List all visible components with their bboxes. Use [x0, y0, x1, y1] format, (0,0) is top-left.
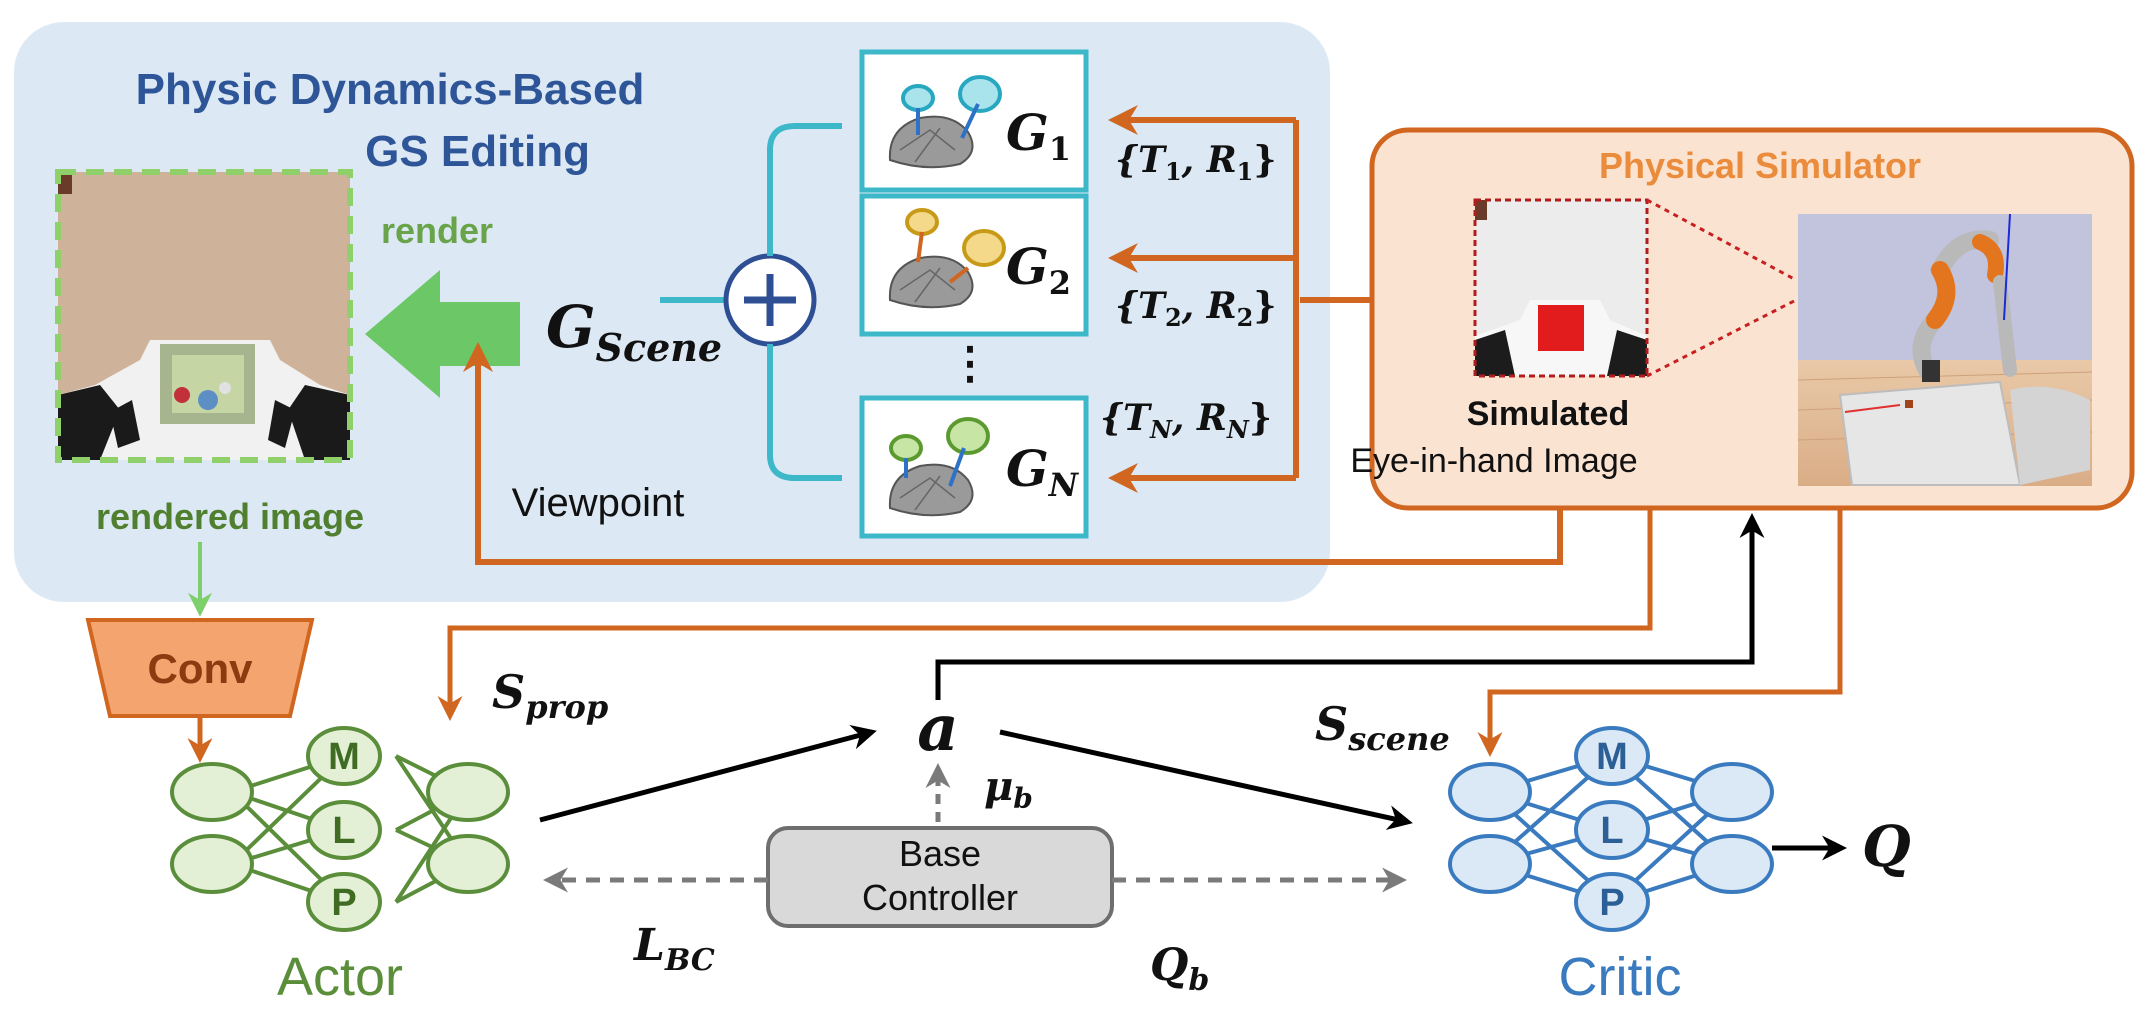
rendered-image — [55, 169, 353, 463]
conv-block — [85, 618, 315, 718]
gs-panel-title-line1: Physic Dynamics-Based — [136, 65, 645, 114]
gs-panel-title-line2: GS Editing — [365, 127, 590, 176]
transform-label-2: {T2, R2} — [1115, 285, 1277, 332]
gaussian-ellipsis: ⋮ — [948, 339, 992, 388]
base-controller-line1: Base — [899, 833, 981, 874]
viewpoint-label: Viewpoint — [512, 481, 685, 525]
simulator-robot-render — [1797, 213, 2093, 486]
render-label: render — [381, 210, 493, 251]
q-symbol: Q — [1862, 814, 1911, 880]
actor-node-l: L — [332, 810, 355, 852]
s-prop-arrow — [437, 508, 1653, 721]
actor-input-node-2 — [170, 834, 254, 894]
critic-hidden-node-p — [1574, 872, 1650, 932]
g-scene-symbol: GScene — [546, 293, 722, 370]
base-controller-line2: Controller — [862, 877, 1018, 918]
merge-bracket — [767, 123, 842, 481]
transform-label-n: {TN, RN} — [1100, 397, 1272, 444]
gaussian-box-2: G2 — [859, 193, 1089, 337]
simulated-caption: Eye-in-hand Image — [1350, 442, 1637, 480]
s-scene-arrow — [1477, 508, 1843, 757]
gaussian-label-n: GN — [1006, 439, 1080, 504]
critic-output-node-1 — [1690, 762, 1774, 822]
simulated-eye-in-hand-image — [1473, 198, 1649, 378]
transform-arrows — [1108, 105, 1372, 493]
actor-output-node-1 — [426, 762, 510, 822]
actor-input-node-1 — [170, 762, 254, 822]
action-to-critic-arrow — [999, 729, 1413, 830]
mu-b-symbol: μb — [984, 763, 1033, 815]
gaussian-label-1: G1 — [1006, 103, 1071, 168]
actor-network — [170, 726, 510, 932]
simulated-caption-bold: Simulated — [1467, 395, 1629, 433]
actor-to-action-arrow — [539, 725, 877, 823]
critic-input-node-1 — [1448, 762, 1532, 822]
action-to-simulator-arrow — [935, 513, 1765, 700]
l-bc-symbol: LBC — [632, 920, 715, 978]
actor-label: Actor — [277, 947, 403, 1007]
simulator-title: Physical Simulator — [1599, 145, 1921, 186]
s-prop-symbol: Sprop — [492, 665, 608, 726]
actor-hidden-node-l — [306, 800, 382, 860]
gaussian-box-1: G1 — [859, 49, 1089, 193]
critic-network — [1448, 726, 1774, 932]
action-symbol: a — [917, 691, 958, 766]
conv-label: Conv — [148, 645, 254, 692]
critic-output-node-2 — [1690, 834, 1774, 894]
actor-hidden-node-m — [306, 726, 382, 786]
critic-hidden-node-l — [1574, 800, 1650, 860]
actor-node-p: P — [331, 882, 356, 924]
q-b-symbol: Qb — [1150, 940, 1209, 998]
actor-node-m: M — [328, 736, 360, 778]
critic-input-node-2 — [1448, 834, 1532, 894]
s-scene-symbol: Sscene — [1315, 697, 1450, 758]
critic-node-p: P — [1599, 882, 1624, 924]
rendered-image-label: rendered image — [96, 496, 364, 537]
critic-node-m: M — [1596, 736, 1628, 778]
transform-label-1: {T1, R1} — [1115, 139, 1277, 186]
critic-node-l: L — [1600, 810, 1623, 852]
actor-output-node-2 — [426, 834, 510, 894]
critic-label: Critic — [1559, 947, 1682, 1007]
gaussian-label-2: G2 — [1006, 237, 1071, 302]
viewpoint-arrow — [463, 342, 1563, 565]
critic-hidden-node-m — [1574, 726, 1650, 786]
base-controller-block — [766, 826, 1114, 928]
gaussian-box-n: GN — [859, 395, 1089, 539]
actor-hidden-node-p — [306, 872, 382, 932]
